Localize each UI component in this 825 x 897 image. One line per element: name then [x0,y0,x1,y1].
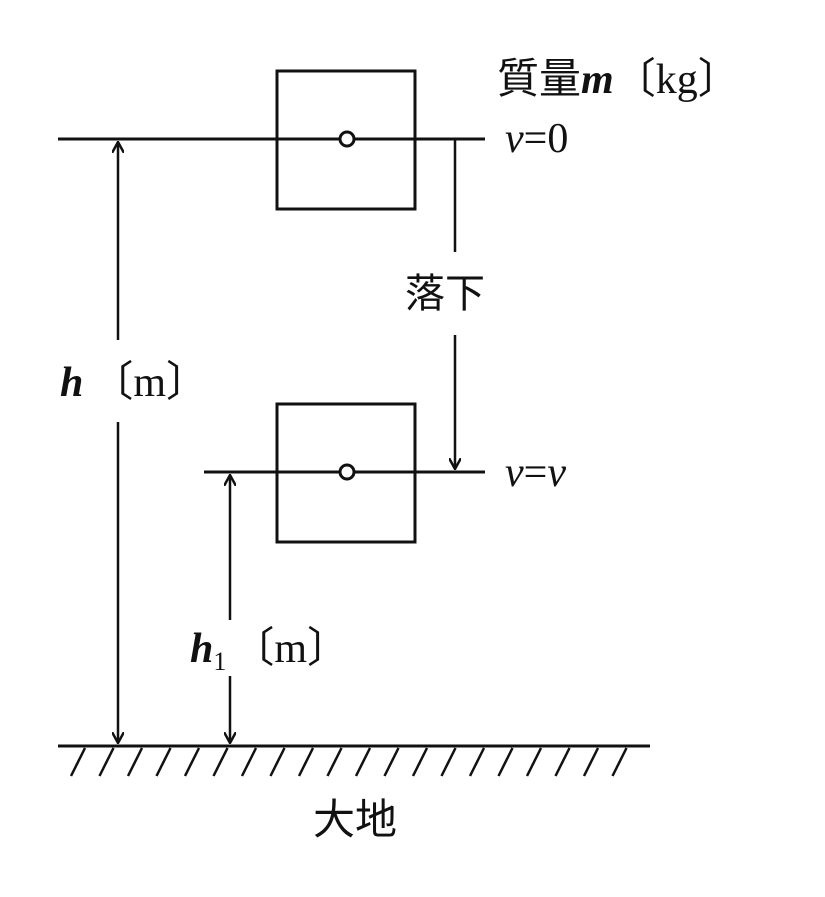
mass-symbol: m [581,57,614,103]
hatch-mark [155,747,172,777]
hatch-mark [411,747,429,777]
velocity-initial-value: 0 [547,116,568,162]
hatch-mark [497,747,514,777]
velocity-initial-label: v=0 [505,116,568,162]
velocity-initial-eq: = [524,116,548,162]
hatch-mark [98,747,115,777]
hatch-mark [554,747,571,777]
hatch-mark [326,747,343,777]
hatch-mark [354,747,372,777]
h-unit: 〔m〕 [91,360,208,406]
hatch-mark [611,747,628,777]
h1-unit: 〔m〕 [232,626,349,672]
mass-label: 質量m〔kg〕 [497,57,740,103]
hatch-mark [126,747,144,777]
hatch-mark [183,747,201,777]
velocity-falling-value: v [547,450,566,496]
hatch-mark [240,747,258,777]
mass-center-initial [338,130,356,148]
h1-label: h1〔m〕 [190,626,349,676]
mass-prefix: 質量 [497,57,581,103]
fall-label: 落下 [405,271,485,316]
hatch-mark [212,747,229,777]
hatch-mark [69,747,87,777]
hatch-mark [269,747,286,777]
h1-symbol: h [190,626,213,672]
velocity-falling-var: v [505,450,524,496]
hatch-mark [582,747,600,777]
hatch-mark [383,747,400,777]
hatch-mark [525,747,543,777]
ground-label: 大地 [313,798,397,844]
h1-subscript: 1 [213,647,226,676]
mass-unit: 〔kg〕 [614,57,740,103]
mass-block-initial [275,69,417,211]
hatch-mark [440,747,457,777]
ground-hatching [69,747,628,777]
velocity-falling-label: v=v [505,450,566,496]
h-symbol: h [60,360,83,406]
velocity-falling-eq: = [524,450,548,496]
h-label: h〔m〕 [60,360,208,406]
hatch-mark [468,747,486,777]
mass-center-falling [338,463,356,481]
hatch-mark [297,747,315,777]
velocity-initial-var: v [505,116,524,162]
mass-block-falling [275,402,417,544]
